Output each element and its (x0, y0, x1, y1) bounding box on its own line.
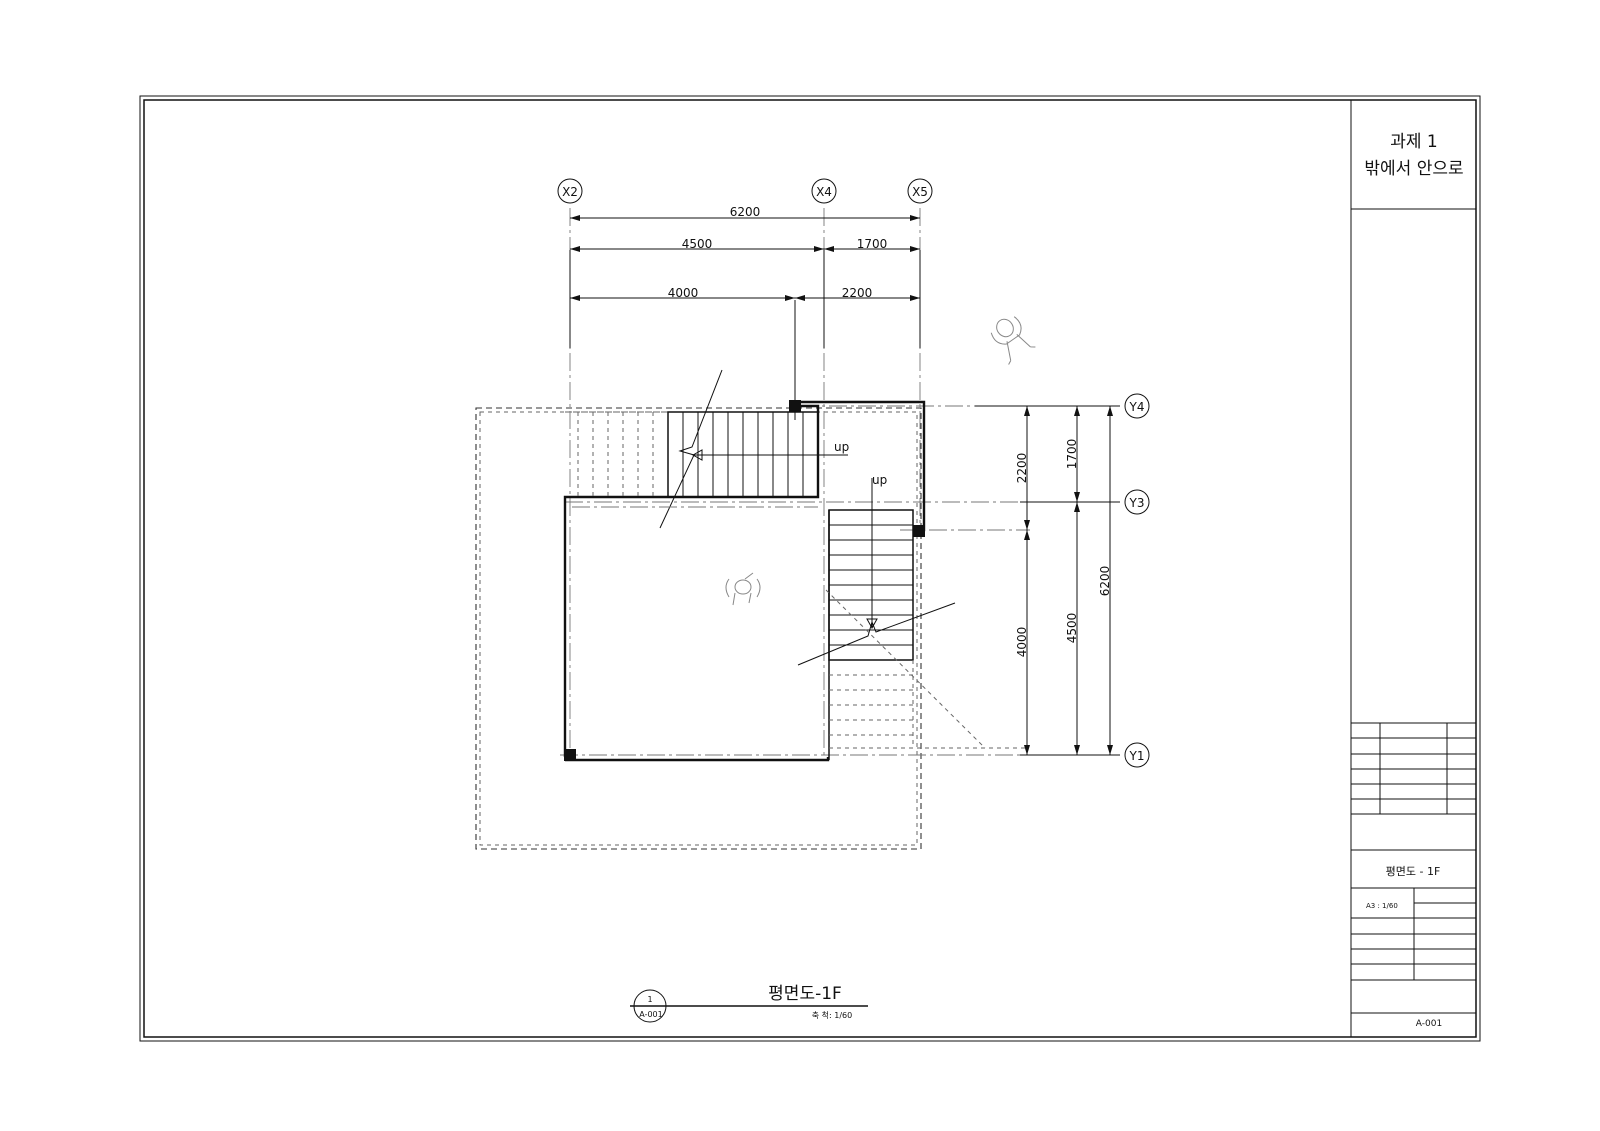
grid-bubble-x2 (557, 178, 583, 204)
wall-room (565, 757, 830, 762)
grid-label-x2: X2 (562, 185, 578, 199)
sheet-outer-border (139, 95, 1481, 1042)
column-x5-y3 (913, 525, 925, 537)
sheet-number: A-001 (1416, 1019, 1442, 1029)
project-title: 과제 1 (1390, 132, 1438, 152)
dim-top-x4-x5: 1700 (857, 237, 888, 251)
column-x4-y4 (789, 400, 801, 412)
dim-top-seg-b: 2200 (842, 286, 873, 300)
grid-label-y4: Y4 (1129, 400, 1145, 414)
callout-sheet: A-001 (639, 1010, 662, 1019)
drawing-name: 평면도 - 1F (1386, 865, 1441, 878)
terrace-outline (475, 407, 922, 850)
grid-bubble-y3 (1124, 489, 1150, 515)
grid-label-x4: X4 (816, 185, 832, 199)
info-table: A3 : 1/60 (1351, 888, 1476, 1014)
grid-label-y1: Y1 (1129, 749, 1145, 763)
callout-number: 1 (647, 995, 652, 1004)
dim-right-inner-bottom: 4000 (1015, 627, 1029, 658)
grid-label-y3: Y3 (1129, 496, 1145, 510)
right-stair: up (797, 473, 1025, 749)
drawing-scale: 축 척: 1/60 (812, 1011, 852, 1020)
grid-bubble-x5 (907, 178, 933, 204)
grid-bubble-y4 (1124, 393, 1150, 419)
dim-right-inner-top: 2200 (1015, 453, 1029, 484)
upper-stair: up (565, 369, 849, 529)
top-dimensions: 6200 4500 1700 4000 2200 (570, 205, 920, 301)
grid-bubble-y1 (1124, 742, 1150, 768)
person-outside-icon (990, 316, 1036, 365)
stair-up-label-upper: up (834, 440, 849, 454)
grid-bubble-x4 (811, 178, 837, 204)
drawing-title: 평면도-1F (768, 984, 842, 1004)
stair-up-label-right: up (872, 473, 887, 487)
scale-note: A3 : 1/60 (1366, 902, 1398, 910)
drawing-title-block: 1 A-001 평면도-1F 축 척: 1/60 (630, 984, 868, 1023)
wall-north-east (797, 400, 926, 532)
dim-top-seg-a: 4000 (668, 286, 699, 300)
dim-top-x2-x4: 4500 (682, 237, 713, 251)
grid-label-x5: X5 (912, 185, 928, 199)
person-inside-icon (725, 572, 761, 606)
dim-right-overall: 6200 (1098, 566, 1112, 597)
floor-plan: up up (475, 178, 1150, 850)
revision-table (1351, 722, 1476, 851)
dim-right-mid-top: 1700 (1065, 439, 1079, 470)
dim-right-mid-bottom: 4500 (1065, 613, 1079, 644)
project-subtitle: 밖에서 안으로 (1364, 159, 1463, 179)
dim-top-overall: 6200 (730, 205, 761, 219)
sheet-inner-border (143, 99, 1477, 1038)
right-dimensions: 2200 4000 1700 4500 6200 (1015, 406, 1113, 755)
column-x2-y1 (564, 749, 576, 761)
title-block: 과제 1 밖에서 안으로 평면도 - 1F A3 : 1/60 (1350, 100, 1476, 1037)
main-wall (563, 404, 820, 757)
